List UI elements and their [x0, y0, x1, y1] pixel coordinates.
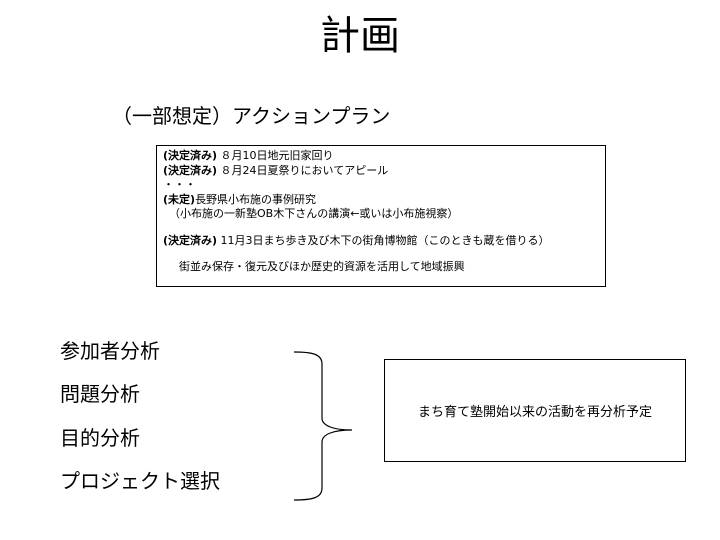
status-tag: (決定済み) — [163, 149, 218, 162]
analysis-item-participants: 参加者分析 — [60, 339, 160, 363]
status-tag: (決定済み) — [163, 163, 218, 177]
plan-line-7: 街並み保存・復元及びほか歴史的資源を活用して地域振興 — [163, 260, 599, 275]
status-tag: (決定済み) — [163, 233, 218, 247]
plan-text: 街並み保存・復元及びほか歴史的資源を活用して地域振興 — [179, 260, 465, 273]
plan-line-3: ・・・ — [163, 178, 599, 193]
plan-spacer — [163, 248, 599, 260]
status-tag: (未定) — [163, 192, 196, 206]
plan-text: ・・・ — [163, 178, 196, 191]
analysis-item-objectives: 目的分析 — [60, 426, 140, 450]
plan-line-2: (決定済み) ８月24日夏祭りにおいてアピール — [163, 164, 599, 179]
action-plan-box: (決定済み) ８月10日地元旧家回り (決定済み) ８月24日夏祭りにおいてアピ… — [156, 145, 606, 287]
slide-title: 計画 — [320, 13, 400, 59]
right-brace-icon — [293, 351, 353, 501]
plan-text: 11月3日まち歩き及び木下の街角博物館（このときも蔵を借りる） — [217, 233, 550, 247]
summary-box: まち育て塾開始以来の活動を再分析予定 — [384, 359, 686, 462]
plan-text: 長野県小布施の事例研究 — [195, 192, 317, 206]
summary-text: まち育て塾開始以来の活動を再分析予定 — [417, 405, 652, 420]
plan-text: ８月10日地元旧家回り — [217, 149, 334, 162]
plan-line-4: (未定)長野県小布施の事例研究 — [163, 193, 599, 208]
analysis-item-problems: 問題分析 — [60, 382, 140, 406]
plan-text: ８月24日夏祭りにおいてアピール — [217, 163, 389, 177]
plan-line-5: （小布施の一新塾OB木下さんの講演←或いは小布施視察） — [163, 207, 599, 222]
slide-subtitle: （一部想定）アクションプラン — [112, 104, 391, 128]
analysis-item-project-selection: プロジェクト選択 — [60, 469, 220, 493]
plan-line-6: (決定済み) 11月3日まち歩き及び木下の街角博物館（このときも蔵を借りる） — [163, 234, 599, 249]
plan-text: （小布施の一新塾OB木下さんの講演←或いは小布施視察） — [169, 207, 459, 220]
plan-spacer — [163, 222, 599, 234]
plan-line-1: (決定済み) ８月10日地元旧家回り — [163, 149, 599, 164]
